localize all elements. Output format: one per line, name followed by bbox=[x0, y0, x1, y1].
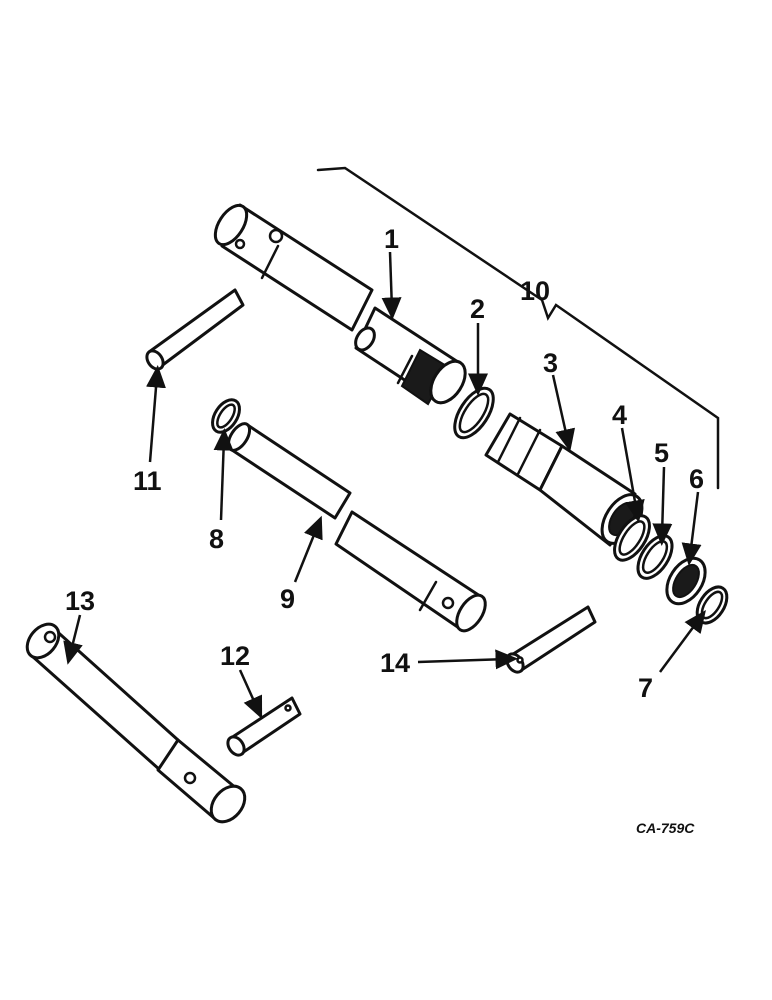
callout-4: 4 bbox=[612, 400, 627, 430]
part-4-seal-ring bbox=[613, 514, 651, 562]
callout-labels: 1 2 3 4 5 6 7 8 9 10 11 12 13 14 CA-759C bbox=[65, 224, 704, 836]
callout-7: 7 bbox=[638, 673, 653, 703]
part-1-cylinder-barrel bbox=[213, 203, 467, 406]
part-12-pin bbox=[226, 696, 302, 757]
part-11-pin bbox=[145, 288, 245, 371]
callout-12: 12 bbox=[220, 641, 250, 671]
part-13-rod-extension bbox=[25, 622, 247, 824]
part-8-o-ring bbox=[211, 398, 241, 434]
part-9-piston-rod bbox=[226, 422, 487, 633]
callout-11: 11 bbox=[133, 466, 162, 496]
callout-2: 2 bbox=[470, 294, 485, 324]
assembly-bracket bbox=[316, 166, 720, 490]
callout-6: 6 bbox=[689, 464, 704, 494]
drawing-id: CA-759C bbox=[636, 820, 695, 836]
callout-1: 1 bbox=[384, 224, 399, 254]
callout-5: 5 bbox=[654, 438, 669, 468]
part-14-pin bbox=[505, 605, 597, 674]
callout-3: 3 bbox=[543, 348, 558, 378]
leader-lines bbox=[63, 251, 706, 720]
callout-10: 10 bbox=[520, 276, 550, 306]
callout-8: 8 bbox=[209, 524, 224, 554]
callout-13: 13 bbox=[65, 586, 95, 616]
callout-14: 14 bbox=[380, 648, 410, 678]
callout-9: 9 bbox=[280, 584, 295, 614]
